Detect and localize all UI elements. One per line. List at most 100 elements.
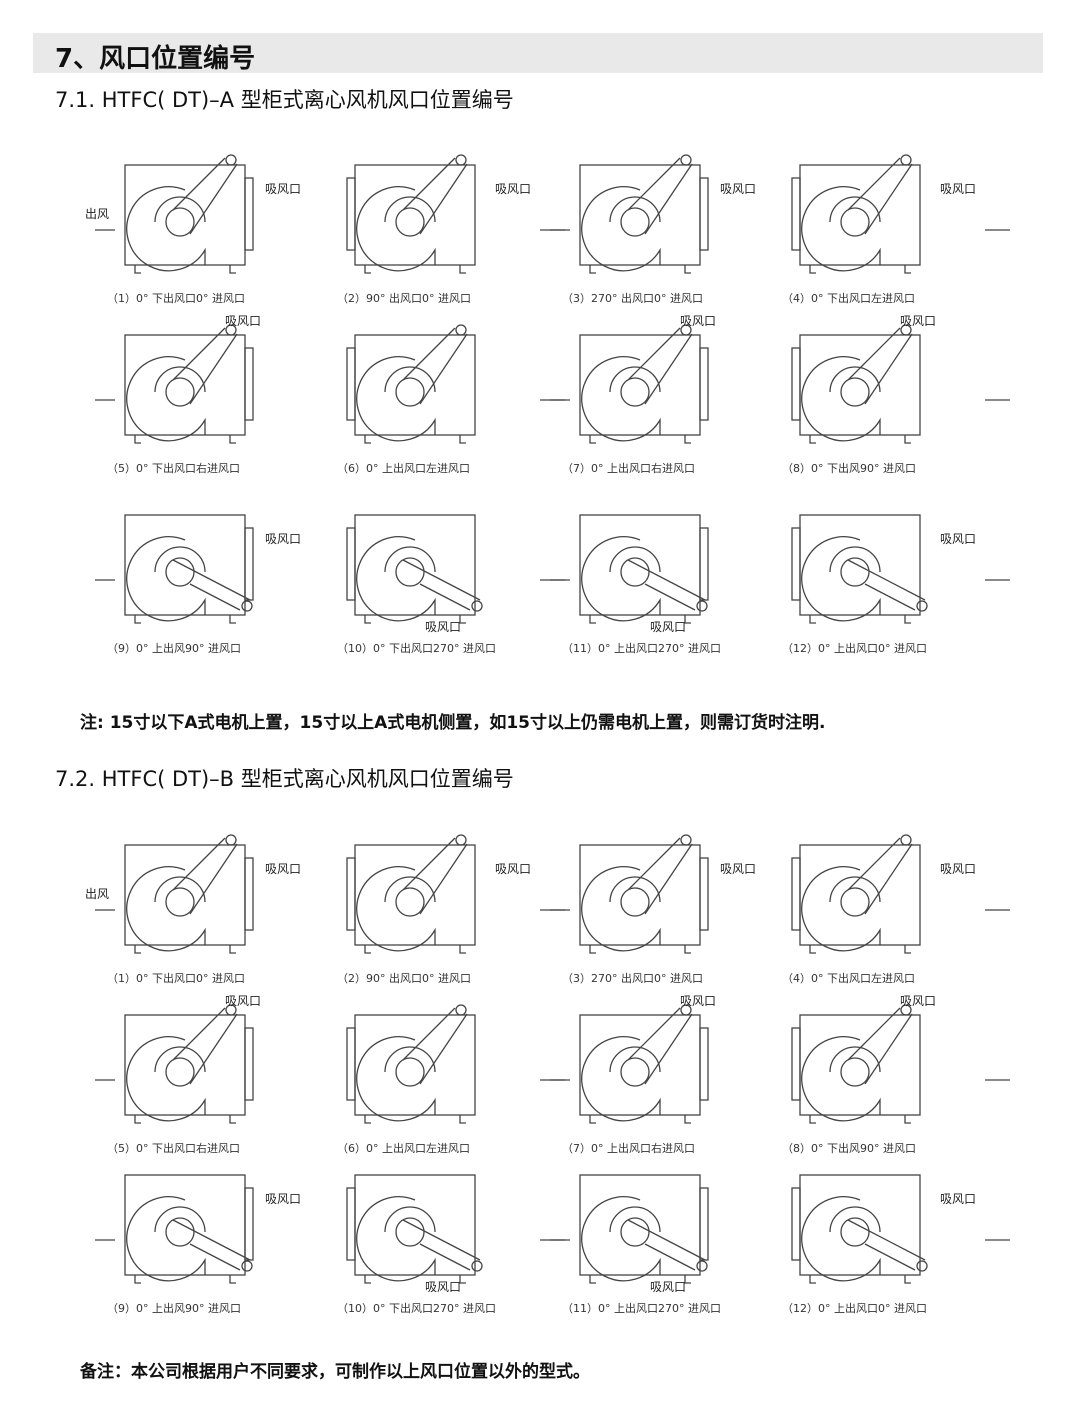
airflow-label: 吸风口 bbox=[940, 532, 977, 546]
fan-drawing bbox=[550, 514, 709, 624]
diagram-caption: （12）0° 上出风口0° 进风口 bbox=[782, 1302, 927, 1315]
airflow-label: 吸风口 bbox=[225, 314, 262, 328]
airflow-label: 吸风口 bbox=[940, 862, 977, 876]
fan-drawing bbox=[550, 1174, 709, 1284]
fan-diagram-1: （1）0° 下出风口0° 进风口 出风 吸风口 bbox=[85, 150, 335, 320]
fan-drawing bbox=[791, 514, 1010, 624]
fan-diagram-9: （9）0° 上出风90° 进风口 吸风口 bbox=[95, 1160, 335, 1330]
airflow-label: 吸风口 bbox=[650, 1280, 687, 1294]
section-a-title: 7.1. HTFC( DT)–A 型柜式离心风机风口位置编号 bbox=[55, 88, 514, 112]
fan-diagram-4: （4）0° 下出风口左进风口 吸风口 bbox=[770, 830, 1010, 1000]
fan-diagram-8: （8）0° 下出风90° 进风口吸风口 bbox=[770, 994, 1010, 1170]
fan-diagram-5: （5）0° 下出风口右进风口 吸风口 bbox=[95, 314, 335, 490]
diagram-caption: （6）0° 上出风口左进风口 bbox=[337, 1142, 470, 1155]
fan-drawing bbox=[791, 834, 1010, 954]
fan-drawing bbox=[550, 324, 709, 444]
diagram-caption: （11）0° 上出风口270° 进风口 bbox=[562, 642, 721, 655]
fan-drawing bbox=[95, 324, 254, 444]
diagram-caption: （4）0° 下出风口左进风口 bbox=[782, 292, 915, 305]
diagram-caption: （8）0° 下出风90° 进风口 bbox=[782, 462, 916, 475]
fan-diagram-7: （7）0° 上出风口右进风口 吸风口 bbox=[550, 314, 790, 490]
airflow-label: 吸风口 bbox=[940, 1192, 977, 1206]
section-b-title: 7.2. HTFC( DT)–B 型柜式离心风机风口位置编号 bbox=[55, 767, 514, 791]
fan-diagram-11: （11）0° 上出风口270° 进风口 吸风口 bbox=[550, 500, 790, 670]
fan-drawing bbox=[346, 324, 565, 444]
fan-diagram-9: （9）0° 上出风90° 进风口 吸风口 bbox=[95, 500, 335, 670]
airflow-label: 出风 bbox=[85, 207, 110, 221]
diagram-caption: （1）0° 下出风口0° 进风口 bbox=[107, 292, 245, 305]
airflow-label: 吸风口 bbox=[720, 862, 757, 876]
airflow-label: 吸风口 bbox=[265, 182, 302, 196]
fan-diagram-7: （7）0° 上出风口右进风口 吸风口 bbox=[550, 994, 790, 1170]
airflow-label: 吸风口 bbox=[495, 862, 532, 876]
fan-diagram-10: （10）0° 下出风口270° 进风口 吸风口 bbox=[325, 1160, 565, 1330]
airflow-label: 吸风口 bbox=[680, 314, 717, 328]
fan-drawing bbox=[95, 154, 254, 274]
airflow-label: 出风 bbox=[85, 887, 110, 901]
diagram-caption: （10）0° 下出风口270° 进风口 bbox=[337, 1302, 496, 1315]
fan-diagram-2: （2）90° 出风口0° 进风口 吸风口 bbox=[325, 830, 565, 1000]
fan-diagram-5: （5）0° 下出风口右进风口 吸风口 bbox=[95, 994, 335, 1170]
diagram-caption: （4）0° 下出风口左进风口 bbox=[782, 972, 915, 985]
fan-drawing bbox=[95, 514, 254, 624]
fan-diagram-3: （3）270° 出风口0° 进风口 吸风口 bbox=[550, 830, 790, 1000]
fan-drawing bbox=[346, 514, 565, 624]
airflow-label: 吸风口 bbox=[680, 994, 717, 1008]
diagram-caption: （5）0° 下出风口右进风口 bbox=[107, 462, 240, 475]
diagram-caption: （9）0° 上出风90° 进风口 bbox=[107, 642, 241, 655]
fan-diagram-1: （1）0° 下出风口0° 进风口 出风 吸风口 bbox=[85, 830, 335, 1000]
diagram-caption: （2）90° 出风口0° 进风口 bbox=[337, 972, 471, 985]
fan-drawing bbox=[791, 324, 1010, 444]
diagram-caption: （5）0° 下出风口右进风口 bbox=[107, 1142, 240, 1155]
diagram-caption: （6）0° 上出风口左进风口 bbox=[337, 462, 470, 475]
diagram-caption: （12）0° 上出风口0° 进风口 bbox=[782, 642, 927, 655]
diagram-caption: （7）0° 上出风口右进风口 bbox=[562, 1142, 695, 1155]
fan-diagram-10: （10）0° 下出风口270° 进风口吸风口 bbox=[325, 500, 565, 670]
fan-drawing bbox=[550, 834, 709, 954]
fan-drawing bbox=[550, 154, 709, 274]
airflow-label: 吸风口 bbox=[265, 862, 302, 876]
diagram-caption: （9）0° 上出风90° 进风口 bbox=[107, 1302, 241, 1315]
diagram-caption: （11）0° 上出风口270° 进风口 bbox=[562, 1302, 721, 1315]
page-title: 7、风口位置编号 bbox=[55, 44, 256, 74]
fan-drawing bbox=[346, 834, 565, 954]
diagram-caption: （2）90° 出风口0° 进风口 bbox=[337, 292, 471, 305]
airflow-label: 吸风口 bbox=[940, 182, 977, 196]
fan-diagram-8: （8）0° 下出风90° 进风口 吸风口 bbox=[770, 314, 1010, 490]
fan-drawing bbox=[346, 154, 565, 274]
fan-drawing bbox=[791, 1174, 1010, 1284]
fan-drawing bbox=[95, 1174, 254, 1284]
fan-diagram-6: （6）0° 上出风口左进风口 bbox=[325, 320, 565, 490]
airflow-label: 吸风口 bbox=[495, 182, 532, 196]
fan-diagram-11: （11）0° 上出风口270° 进风口 吸风口 bbox=[550, 1160, 790, 1330]
diagram-caption: （8）0° 下出风90° 进风口 bbox=[782, 1142, 916, 1155]
section-a-note: 注: 15寸以下A式电机上置，15寸以上A式电机侧置，如15寸以上仍需电机上置，… bbox=[80, 713, 826, 733]
diagram-caption: （7）0° 上出风口右进风口 bbox=[562, 462, 695, 475]
fan-diagram-2: （2）90° 出风口0° 进风口 吸风口 bbox=[325, 150, 565, 320]
airflow-label: 吸风口 bbox=[720, 182, 757, 196]
section-b-note: 备注：本公司根据用户不同要求，可制作以上风口位置以外的型式。 bbox=[80, 1362, 590, 1382]
fan-drawing bbox=[95, 1004, 254, 1124]
diagram-caption: （3）270° 出风口0° 进风口 bbox=[562, 292, 703, 305]
airflow-label: 吸风口 bbox=[650, 620, 687, 634]
fan-diagram-4: （4）0° 下出风口左进风口 吸风口 bbox=[770, 150, 1010, 320]
fan-diagram-6: （6）0° 上出风口左进风口 bbox=[325, 1000, 565, 1170]
fan-diagram-12: （12）0° 上出风口0° 进风口 吸风口 bbox=[770, 500, 1010, 670]
diagram-caption: （10）0° 下出风口270° 进风口 bbox=[337, 642, 496, 655]
fan-diagram-3: （3）270° 出风口0° 进风口 吸风口 bbox=[550, 150, 790, 320]
diagram-caption: （3）270° 出风口0° 进风口 bbox=[562, 972, 703, 985]
airflow-label: 吸风口 bbox=[425, 1280, 462, 1294]
fan-drawing bbox=[791, 154, 1010, 274]
airflow-label: 吸风口 bbox=[225, 994, 262, 1008]
fan-drawing bbox=[791, 1004, 1010, 1124]
section-header-band bbox=[33, 33, 1043, 73]
fan-drawing bbox=[346, 1004, 565, 1124]
airflow-label: 吸风口 bbox=[900, 314, 937, 328]
diagram-caption: （1）0° 下出风口0° 进风口 bbox=[107, 972, 245, 985]
airflow-label: 吸风口 bbox=[265, 1192, 302, 1206]
fan-drawing bbox=[550, 1004, 709, 1124]
fan-drawing bbox=[95, 834, 254, 954]
fan-diagram-12: （12）0° 上出风口0° 进风口 吸风口 bbox=[770, 1160, 1010, 1330]
airflow-label: 吸风口 bbox=[265, 532, 302, 546]
fan-drawing bbox=[346, 1174, 565, 1284]
